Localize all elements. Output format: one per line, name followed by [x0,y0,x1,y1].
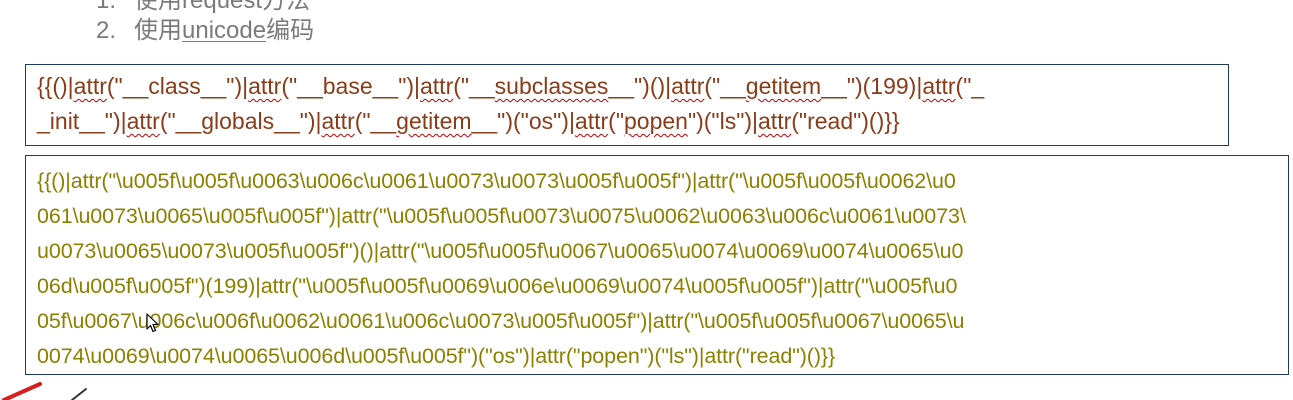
unicode-payload-line: {{()|attr("\u005f\u005f\u0063\u006c\u006… [37,169,956,193]
mouse-cursor-icon [146,313,159,333]
list-text-pre: 使用 [134,17,183,44]
list-text-post: 编码 [266,17,315,44]
list-item-unicode: 2. 使用unicode编码 [96,16,314,46]
pen-annotation-icon [2,382,87,400]
payload-line: _init__")|attr("__globals__")|attr("__ge… [37,108,900,134]
list-text-unicode: unicode [182,17,267,44]
payload-box-unicode: {{()|attr("\u005f\u005f\u0063\u006c\u006… [25,155,1289,375]
payload-line: {{()|attr("__class__")|attr("__base__")|… [37,73,985,99]
list-number: 2. [96,17,117,44]
unicode-payload-line: 06d\u005f\u005f")(199)|attr("\u005f\u005… [37,274,958,298]
unicode-payload-line: 0074\u0069\u0074\u0065\u006d\u005f\u005f… [37,344,836,368]
list-text-pre: 使用 [134,0,183,14]
unicode-payload-line: u0073\u0065\u0073\u005f\u005f")()|attr("… [37,239,964,263]
list-number: 1. [96,0,117,14]
list-text-request: request [182,0,263,14]
unicode-payload-line: 061\u0073\u0065\u005f\u005f")|attr("\u00… [37,204,966,228]
payload-box-plain: {{()|attr("__class__")|attr("__base__")|… [25,64,1229,146]
unicode-payload-line: 05f\u0067\u006c\u006f\u0062\u0061\u006c\… [37,309,965,333]
list-item-request: 1. 使用request方法 [96,0,310,16]
list-text-post: 方法 [262,0,311,14]
